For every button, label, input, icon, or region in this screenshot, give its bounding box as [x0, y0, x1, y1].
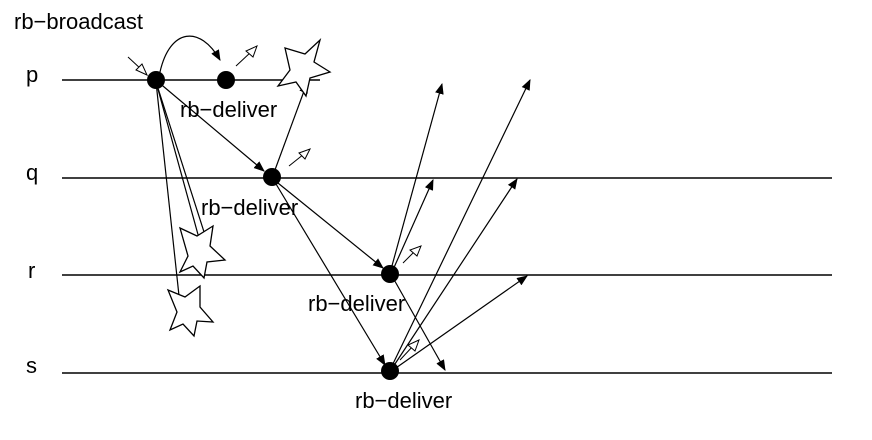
message-s-to-q: [390, 178, 518, 371]
message-p-to-q: [156, 80, 265, 172]
deliver-event-dot-r: [381, 265, 399, 283]
message-p-to-s-lost: [155, 81, 181, 306]
hollow-arrow-icon: [235, 45, 258, 67]
message-q-to-r: [272, 178, 384, 269]
process-label-p: p: [26, 62, 38, 87]
deliver-label-r: rb−deliver: [308, 291, 405, 316]
hollow-arrow-icon: [288, 148, 312, 167]
process-label-q: q: [26, 160, 38, 185]
deliver-event-dot-q: [263, 168, 281, 186]
crash-star-icon: [178, 224, 227, 280]
self-loop-arrow-icon: [159, 35, 221, 73]
deliver-label-p: rb−deliver: [180, 97, 277, 122]
message-q-to-p: [271, 81, 308, 179]
crash-star-icon: [276, 37, 332, 98]
hollow-arrow-icon: [402, 245, 422, 264]
message-r-to-q: [391, 178, 434, 273]
deliver-label-s: rb−deliver: [355, 388, 452, 413]
deliver-label-q: rb−deliver: [201, 195, 298, 220]
message-p-to-r-lost: [155, 81, 206, 261]
message-s-to-r: [392, 275, 528, 371]
message-q-to-s: [272, 178, 386, 366]
crash-star-icon: [166, 284, 215, 338]
broadcast-event-dot: [147, 71, 165, 89]
deliver-event-dot-s: [381, 362, 399, 380]
hollow-arrow-icon: [127, 56, 149, 77]
deliver-event-dot-p: [217, 71, 235, 89]
message-p-to-r-lost-2: [155, 81, 214, 261]
message-s-to-p: [389, 79, 531, 371]
broadcast-label: rb−broadcast: [14, 9, 143, 34]
process-label-s: s: [26, 353, 37, 378]
process-label-r: r: [28, 258, 35, 283]
hollow-arrow-icon: [399, 339, 420, 361]
message-r-to-p: [389, 82, 444, 274]
message-r-to-s: [391, 275, 446, 371]
